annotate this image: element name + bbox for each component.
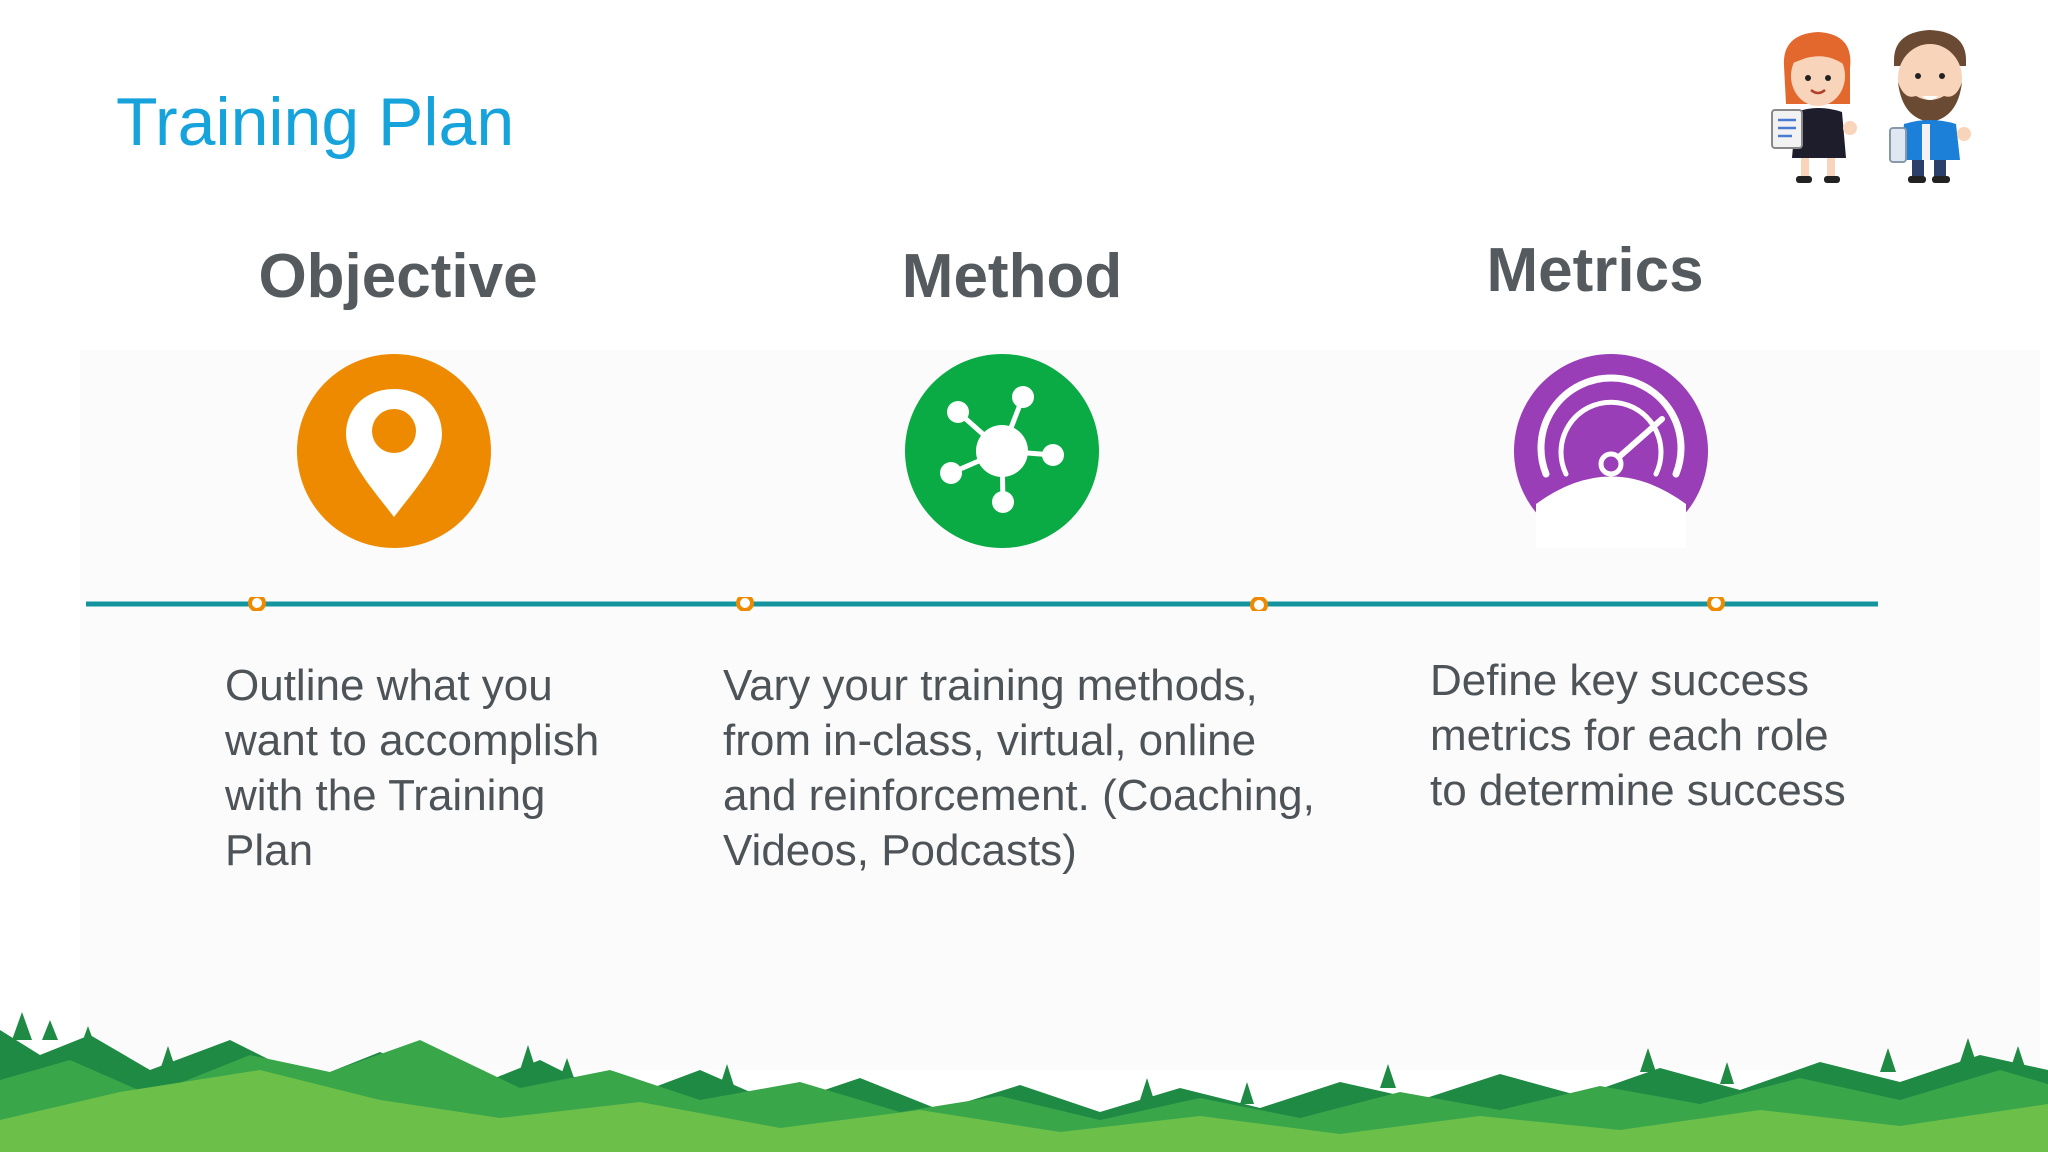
mascot-characters <box>1766 26 1988 186</box>
speedometer-gauge-icon <box>1514 354 1708 548</box>
mascot-man-illustration <box>1889 30 1971 183</box>
method-description: Vary your training methods, from in-clas… <box>723 661 1315 875</box>
timeline-dot <box>248 597 1725 611</box>
objective-description: Outline what you want to accomplish with… <box>225 661 600 875</box>
hub-network-icon <box>905 354 1099 548</box>
slide-title: Training Plan <box>116 84 515 160</box>
heading-metrics: Metrics <box>1486 236 1704 305</box>
mountain-forest-illustration <box>0 1000 2048 1152</box>
timeline <box>84 597 1880 611</box>
metrics-description: Define key success metrics for each role… <box>1430 656 1846 815</box>
map-pin-icon <box>297 354 491 548</box>
heading-objective: Objective <box>258 242 538 311</box>
heading-method: Method <box>901 242 1123 311</box>
mascot-woman-illustration <box>1771 32 1857 183</box>
